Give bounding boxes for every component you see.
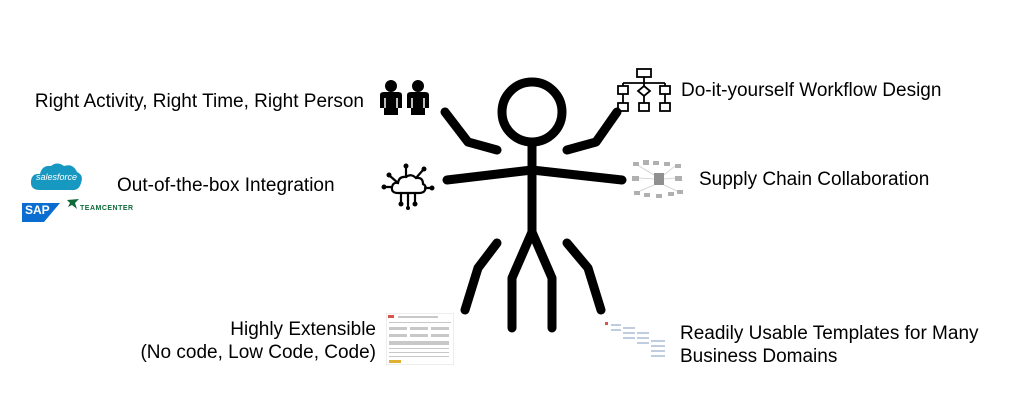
figure-head xyxy=(497,77,567,147)
templates-screenshot-icon xyxy=(605,322,665,357)
teamcenter-logo-text: TEAMCENTER xyxy=(80,205,134,212)
figure-arm-middle-right xyxy=(527,165,627,185)
label-right-activity: Right Activity, Right Time, Right Person xyxy=(34,91,364,112)
cloud-circuit-icon xyxy=(381,163,435,210)
figure-arm-middle-left xyxy=(442,165,537,185)
form-screenshot-icon xyxy=(386,313,454,365)
figure-arm-upper-left xyxy=(440,107,502,155)
figure-leg-left xyxy=(507,227,537,333)
label-templates-line1: Readily Usable Templates for Many xyxy=(680,323,979,344)
teamcenter-logo-mark xyxy=(67,199,79,209)
label-templates-line2: Business Domains xyxy=(680,346,838,367)
supply-chain-diagram-icon xyxy=(632,160,683,198)
label-workflow-design: Do-it-yourself Workflow Design xyxy=(681,80,942,101)
figure-leg-outer-left xyxy=(460,238,502,315)
label-extensible-line1: Highly Extensible xyxy=(230,319,376,340)
sap-logo-text: SAP xyxy=(25,203,50,217)
people-icon xyxy=(380,80,429,115)
figure-leg-outer-right xyxy=(562,238,606,315)
label-integration: Out-of-the-box Integration xyxy=(117,175,335,196)
label-supply-chain: Supply Chain Collaboration xyxy=(699,169,930,190)
figure-leg-right xyxy=(527,227,557,333)
salesforce-logo-text: salesforce xyxy=(36,172,78,182)
figure-arm-upper-right xyxy=(562,107,622,155)
sap-logo xyxy=(22,203,60,222)
salesforce-logo xyxy=(30,163,82,191)
label-extensible-line2: (No code, Low Code, Code) xyxy=(140,342,376,363)
flowchart-icon xyxy=(617,68,671,112)
